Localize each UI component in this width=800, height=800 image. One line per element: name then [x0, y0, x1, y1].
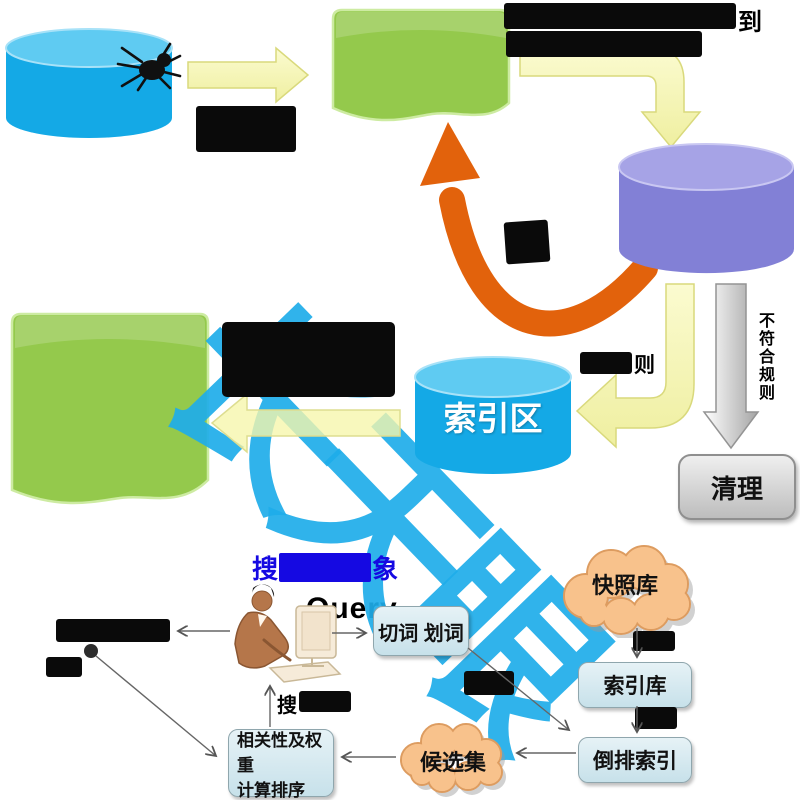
clean-box: 清理: [678, 454, 796, 520]
webpage-shape: [331, 8, 511, 122]
candidate-cloud: [400, 723, 506, 797]
bottom-title-prefix: 搜: [252, 554, 279, 584]
obscured-text-block: [464, 671, 514, 695]
candidate-cloud-label: 候选集: [419, 750, 486, 775]
cylinder-source-index: [5, 28, 173, 138]
swoosh-refresh-head: [420, 122, 480, 186]
swoosh-refresh-tail: [439, 187, 658, 337]
segment-box: 切词 划词: [373, 606, 469, 656]
obscured-text-block: [504, 3, 736, 29]
obscured-text-block: [580, 352, 632, 374]
ranking-line2: 计算排序: [237, 780, 305, 800]
obscured-text-block: [299, 691, 351, 712]
obscured-text-block: [279, 553, 372, 582]
snapshot-cloud: [563, 545, 695, 638]
cylinder-indexdb: [414, 356, 572, 474]
note-suffix: 到: [738, 9, 762, 36]
not-match-rule-label: 不符合规则: [756, 312, 773, 402]
obscured-text-block: [196, 106, 296, 152]
obscured-text-block: [56, 619, 170, 642]
arrow-tempdb-to-indexdb: [575, 283, 695, 449]
bottom-title-suffix: 象: [372, 554, 399, 584]
indexdb-label: 索引区: [443, 400, 543, 437]
user-at-computer-icon: [234, 584, 342, 683]
obscured-text-block: [503, 219, 551, 265]
obscured-text-block: [506, 31, 702, 57]
inverted-index-box: 倒排索引: [578, 737, 692, 783]
obscured-text-block: [46, 657, 82, 677]
obscured-text-block: [222, 322, 395, 397]
arrow-crawl-right: [187, 46, 310, 104]
arrow-webpage-to-tempdb: [519, 47, 702, 149]
match-rule-suffix: 则: [634, 354, 655, 377]
ranking-line1: 相关性及权重: [237, 730, 322, 775]
ranking-box: 相关性及权重 计算排序: [228, 729, 334, 800]
results-label-prefix: 搜: [277, 695, 297, 717]
bottom-title: 搜 象: [252, 549, 398, 586]
index-lib-box: 索引库: [578, 662, 692, 708]
spider-icon: [116, 42, 182, 92]
query-doc-shape: [10, 312, 210, 505]
cylinder-tempdb: [618, 143, 794, 274]
arrow-tempdb-to-clean: [702, 283, 760, 450]
snapshot-cloud-label: 快照库: [591, 573, 658, 598]
obscured-text-block: [635, 707, 677, 729]
obscured-text-block: [633, 631, 675, 651]
